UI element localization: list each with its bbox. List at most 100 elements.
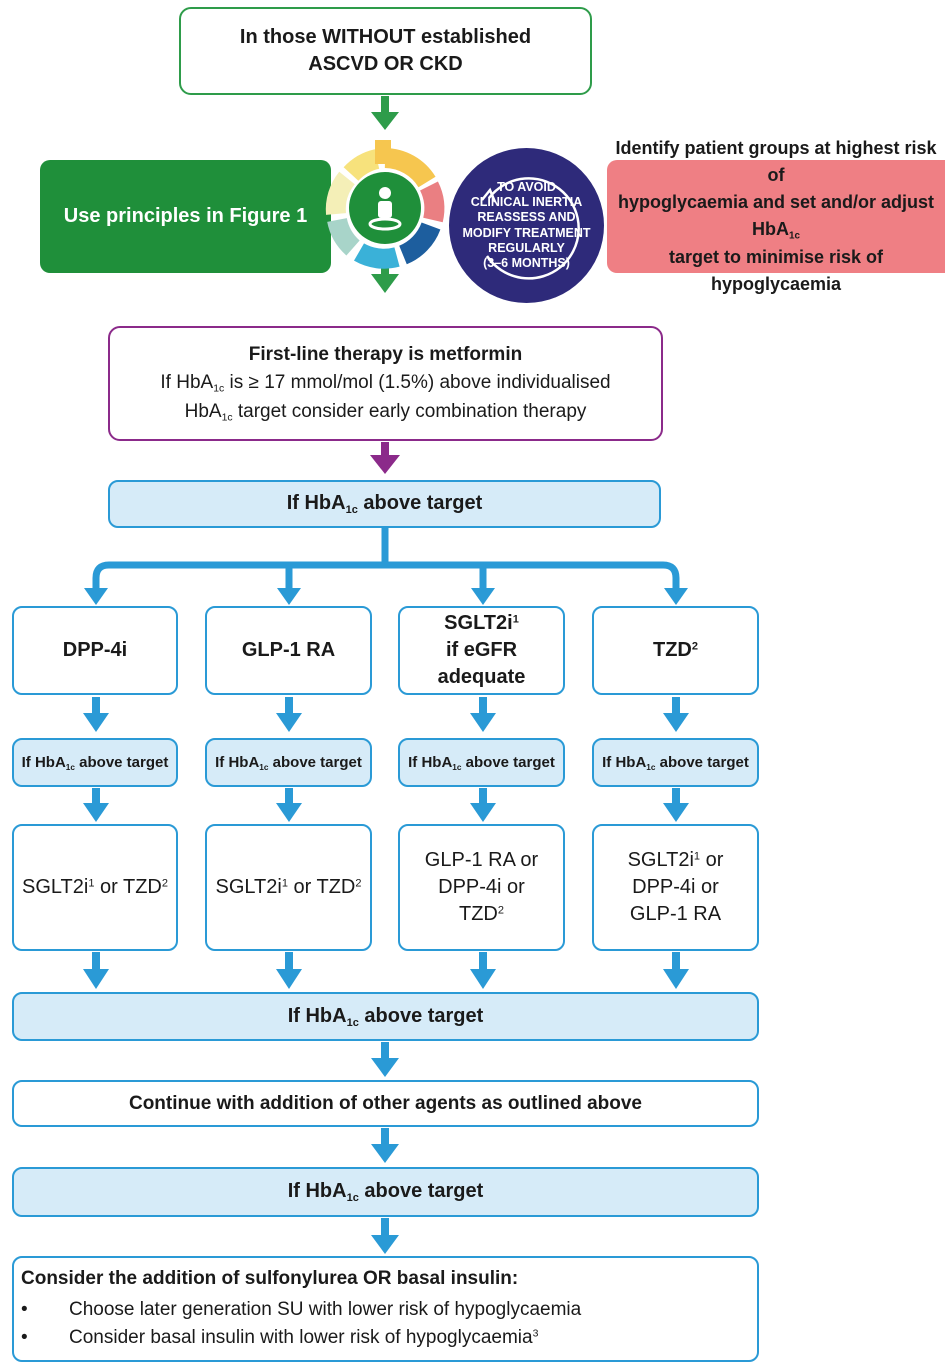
next-2-b: or TZD (287, 876, 356, 898)
above-2-sub: 1c (346, 1016, 359, 1029)
above-col-3-suffix: above target (461, 753, 555, 771)
above-col-4-sub: 1c (646, 762, 656, 772)
above-sub: 1c (345, 503, 358, 516)
above-2-prefix: If HbA (287, 1004, 347, 1027)
final-bullet-2-text: Consider basal insulin with lower risk o… (69, 1326, 533, 1348)
metformin-box: First-line therapy is metformin If HbA1c… (108, 326, 663, 441)
population-box: In those WITHOUT established ASCVD OR CK… (179, 7, 592, 95)
above-suffix: above target (357, 492, 483, 515)
above-col-2-prefix: If HbA (215, 753, 260, 771)
next-1-b: or TZD (94, 876, 162, 898)
next-3-line-1: GLP-1 RA or (424, 849, 539, 871)
metformin-l3-sub: 1c (221, 412, 233, 424)
above-3-sub: 1c (346, 1191, 359, 1204)
next-4-first-after: or (700, 849, 724, 871)
above-target-text-1: If HbA1c above target (287, 492, 483, 516)
above-col-4-text: If HbA1c above target (602, 754, 749, 772)
final-bullet-2: Consider basal insulin with lower risk o… (21, 1324, 581, 1352)
above-col-3-sub: 1c (452, 762, 462, 772)
above-target-box-1: If HbA1c above target (108, 480, 661, 528)
final-title-b: OR (363, 1268, 392, 1289)
next-3-line-3: TZD2 (459, 901, 504, 928)
hypoglycaemia-risk-box: Identify patient groups at highest risk … (607, 138, 945, 294)
next-1-a-sup: 1 (88, 877, 95, 890)
drug-sglt2i-line-2: if eGFR adequate (437, 639, 526, 688)
drug-box-tzd: TZD2 (592, 606, 759, 695)
metformin-line-3: HbA1c target consider early combination … (185, 398, 587, 427)
above-col-1-sub: 1c (65, 762, 75, 772)
above-target-col-4: If HbA1c above target (592, 738, 759, 787)
above-col-3-text: If HbA1c above target (408, 754, 555, 772)
metformin-l2b: is ≥ 17 mmol/mol (1.5%) above individual… (224, 372, 611, 394)
drug-box-dpp4i: DPP-4i (12, 606, 178, 695)
final-title-a: Consider the addition of sulfonylurea (21, 1268, 364, 1289)
metformin-line-2: If HbA1c is ≥ 17 mmol/mol (1.5%) above i… (160, 369, 610, 398)
refresh-arrow-icon (481, 177, 580, 280)
next-3-last-sup: 2 (497, 904, 504, 917)
above-3-prefix: If HbA (287, 1180, 347, 1203)
next-glp1ra-line: SGLT2i1 or TZD2 (216, 874, 362, 901)
inertia-line-2: CLINICAL INERTIA (470, 195, 583, 209)
above-target-text-2: If HbA1c above target (288, 1005, 484, 1029)
next-2-b-sup: 2 (355, 877, 362, 890)
inertia-line-1: TO AVOID (497, 179, 556, 194)
clinical-inertia-badge: TO AVOID CLINICAL INERTIA REASSESS AND M… (449, 148, 604, 303)
hypo-line-1: Identify patient groups at highest risk … (615, 137, 937, 185)
next-4-first-sup: 1 (693, 850, 701, 863)
above-2-suffix: above target (358, 1004, 484, 1027)
next-box-dpp4i: SGLT2i1 or TZD2 (12, 824, 178, 951)
metformin-l3a: HbA (184, 400, 222, 422)
drug-tzd-label: TZD (652, 639, 692, 661)
drug-glp1ra-label: GLP-1 RA (241, 639, 336, 661)
above-3-suffix: above target (358, 1180, 484, 1203)
above-target-col-3: If HbA1c above target (398, 738, 565, 787)
inertia-line-5: REGULARLY (488, 240, 565, 255)
next-4-line-1: SGLT2i1 or (628, 847, 724, 874)
next-4-first: SGLT2i (627, 849, 694, 871)
above-col-4-prefix: If HbA (602, 753, 647, 771)
drug-tzd-line: TZD2 (653, 639, 698, 662)
above-col-3-prefix: If HbA (408, 753, 453, 771)
drug-sglt2i-label: SGLT2i (444, 612, 513, 634)
drug-sglt2i-sup: 1 (512, 613, 519, 626)
above-col-2-text: If HbA1c above target (215, 754, 362, 772)
above-target-box-3: If HbA1c above target (12, 1167, 759, 1217)
next-3-last: TZD (458, 903, 498, 925)
next-1-a: SGLT2i (22, 876, 89, 898)
final-bullet-2-sup: 3 (532, 1328, 539, 1340)
next-4-line-2: DPP-4i or (632, 876, 719, 898)
next-2-a: SGLT2i (215, 876, 282, 898)
inertia-line-6: (3–6 MONTHS) (483, 256, 570, 270)
inertia-line-3: REASSESS AND (477, 210, 576, 225)
continue-box: Continue with addition of other agents a… (12, 1080, 759, 1127)
final-title: Consider the addition of sulfonylurea OR… (21, 1268, 518, 1290)
next-dpp4i-line: SGLT2i1 or TZD2 (22, 874, 168, 901)
above-target-col-2: If HbA1c above target (205, 738, 372, 787)
above-col-1-suffix: above target (74, 753, 169, 771)
final-title-c: basal insulin: (391, 1268, 519, 1289)
next-4-line-3: GLP-1 RA (629, 903, 722, 925)
population-line-2: ASCVD OR CKD (308, 53, 463, 75)
drug-tzd-sup: 2 (691, 640, 698, 653)
metformin-l3b: target consider early combination therap… (232, 400, 587, 422)
inertia-line-4: MODIFY TREATMENT (462, 225, 591, 240)
principles-label: Use principles in Figure 1 (63, 205, 308, 227)
above-col-2-suffix: above target (268, 753, 362, 771)
above-target-box-2: If HbA1c above target (12, 992, 759, 1041)
next-box-sglt2i: GLP-1 RA or DPP-4i or TZD2 (398, 824, 565, 951)
hypo-line-2-text: hypoglycaemia and set and/or adjust HbA (617, 191, 935, 239)
metformin-title: First-line therapy is metformin (248, 343, 523, 365)
next-1-b-sup: 2 (161, 877, 168, 890)
above-col-4-suffix: above target (655, 753, 749, 771)
above-target-col-1: If HbA1c above target (12, 738, 178, 787)
drug-box-sglt2i: SGLT2i1 if eGFR adequate (398, 606, 565, 695)
final-bullet-list: Choose later generation SU with lower ri… (21, 1296, 581, 1351)
final-bullet-1: Choose later generation SU with lower ri… (21, 1296, 581, 1324)
patient-cycle-icon (325, 140, 445, 269)
above-col-2-sub: 1c (259, 762, 269, 772)
metformin-l2-sub: 1c (213, 383, 225, 395)
drug-dpp4i-label: DPP-4i (62, 639, 128, 661)
drug-sglt2i-line-1: SGLT2i1 (444, 610, 519, 637)
hypo-line-2-sub: 1c (789, 230, 800, 242)
next-3-line-2: DPP-4i or (438, 876, 525, 898)
